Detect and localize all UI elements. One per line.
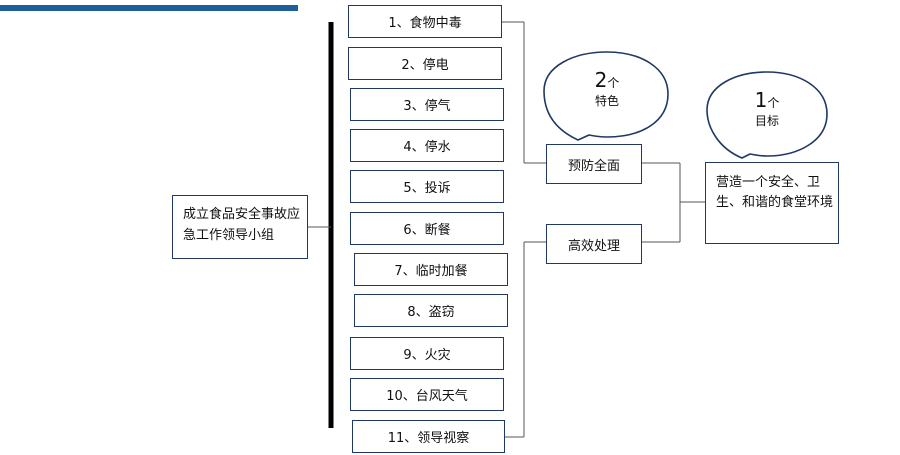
goal-unit: 个 [767, 96, 780, 110]
incident-item-10: 10、台风天气 [350, 378, 504, 411]
bubble-features-text: 2个 特色 [567, 68, 647, 109]
feature-efficient-handling: 高效处理 [546, 224, 642, 264]
incident-item-4: 4、停水 [350, 129, 504, 162]
title-accent-bar [0, 5, 298, 11]
goal-label: 目标 [754, 114, 779, 128]
leadership-group-box: 成立食品安全事故应急工作领导小组 [172, 195, 308, 259]
features-label: 特色 [594, 94, 619, 108]
incident-item-9: 9、火灾 [350, 337, 504, 370]
bubble-goal-text: 1个 目标 [727, 88, 807, 129]
incident-item-2: 2、停电 [348, 47, 502, 80]
incident-item-7: 7、临时加餐 [354, 253, 508, 286]
features-count: 2 [594, 68, 608, 92]
incident-item-8: 8、盗窃 [354, 294, 508, 327]
features-unit: 个 [607, 76, 620, 90]
speech-bubble-goal [706, 71, 828, 159]
feature-prevention: 预防全面 [546, 144, 642, 184]
speech-bubble-features [543, 51, 669, 141]
incident-item-5: 5、投诉 [350, 170, 504, 203]
goal-box: 营造一个安全、卫生、和谐的食堂环境 [705, 162, 839, 244]
incident-item-3: 3、停气 [350, 88, 504, 121]
goal-count: 1 [754, 88, 768, 112]
incident-item-1: 1、食物中毒 [348, 5, 502, 38]
incident-item-6: 6、断餐 [350, 212, 504, 245]
incident-item-11: 11、领导视察 [352, 420, 505, 453]
